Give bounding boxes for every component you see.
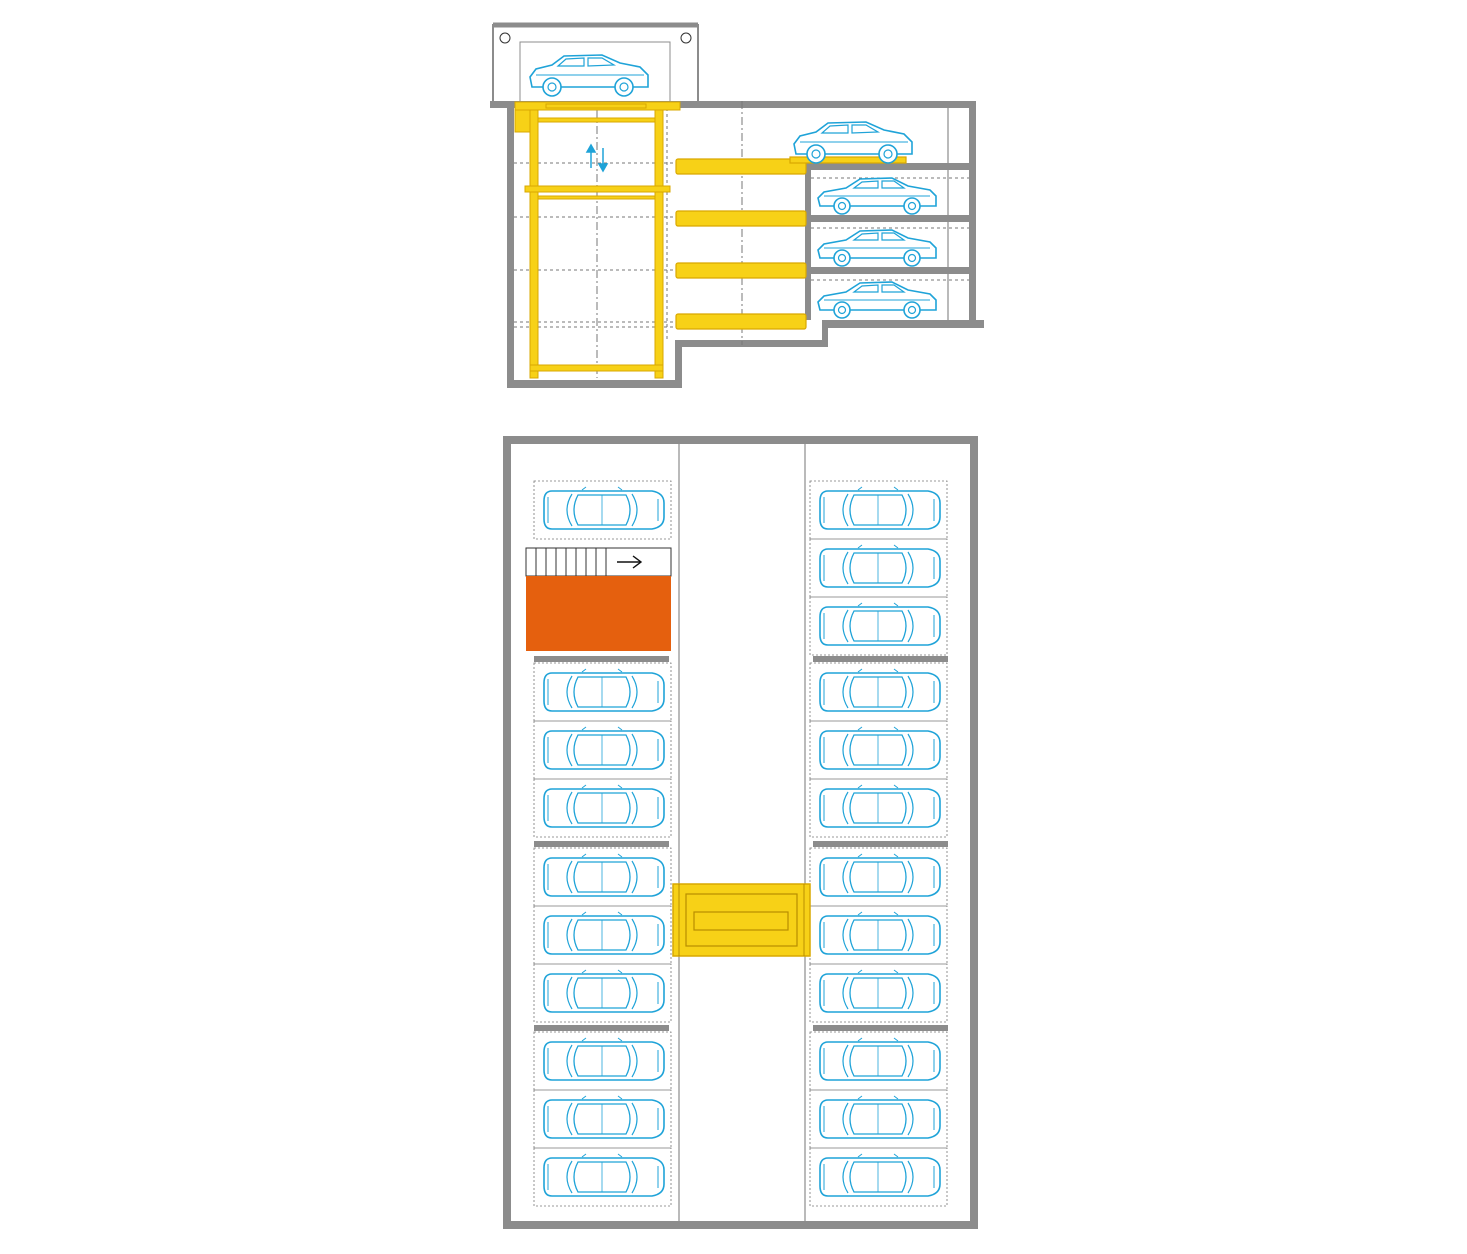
parking-slot <box>533 1089 672 1149</box>
parking-slot <box>809 538 948 598</box>
car-icon <box>817 177 937 215</box>
shuttle-lift-icon <box>672 883 811 957</box>
car-icon <box>817 281 937 319</box>
stair-arrow-icon <box>617 555 643 569</box>
car-icon <box>819 726 941 770</box>
parking-slot <box>809 963 948 1023</box>
parking-slots <box>533 480 948 1207</box>
car-icon <box>819 1153 941 1197</box>
parking-slot <box>809 1031 948 1091</box>
parking-slot <box>809 778 948 838</box>
parking-slot <box>809 1147 948 1207</box>
car-icon <box>543 1095 665 1139</box>
car-icon <box>543 1153 665 1197</box>
parking-slot <box>533 778 672 838</box>
car-icon <box>543 668 665 712</box>
section-view <box>490 22 984 388</box>
parking-slot <box>533 480 672 540</box>
car-icon <box>819 969 941 1013</box>
level-lines <box>514 162 969 328</box>
car-icon <box>819 544 941 588</box>
parking-slot <box>809 1089 948 1149</box>
parking-slot <box>809 847 948 907</box>
parking-slot <box>533 1031 672 1091</box>
parking-slot <box>533 720 672 780</box>
car-icon <box>819 1037 941 1081</box>
stair-core <box>526 576 671 651</box>
car-icon <box>819 668 941 712</box>
car-icon <box>819 853 941 897</box>
parking-slot <box>809 662 948 722</box>
parking-slot <box>809 480 948 540</box>
up-down-arrow-icon <box>585 143 609 173</box>
parking-slot <box>533 905 672 965</box>
car-icon <box>543 853 665 897</box>
light-icon <box>499 32 511 44</box>
car-icon <box>817 229 937 267</box>
car-icon <box>543 911 665 955</box>
car-icon <box>819 486 941 530</box>
parking-slot <box>533 963 672 1023</box>
car-icon <box>543 726 665 770</box>
parking-slot <box>809 720 948 780</box>
light-icon <box>680 32 692 44</box>
car-icon <box>819 1095 941 1139</box>
level-pallets <box>675 156 907 330</box>
car-icon <box>543 969 665 1013</box>
car-icon <box>543 486 665 530</box>
car-icon <box>543 1037 665 1081</box>
plan-view <box>503 436 978 1229</box>
shuttle-lift-icon <box>514 101 681 379</box>
car-icon <box>543 784 665 828</box>
car-icon <box>819 602 941 646</box>
car-icon <box>819 911 941 955</box>
parking-slot <box>533 1147 672 1207</box>
parking-slot <box>533 847 672 907</box>
parking-slot <box>533 662 672 722</box>
parking-slot <box>809 596 948 656</box>
car-icon <box>819 784 941 828</box>
group-separators <box>534 656 948 1031</box>
stair-block <box>525 547 672 651</box>
